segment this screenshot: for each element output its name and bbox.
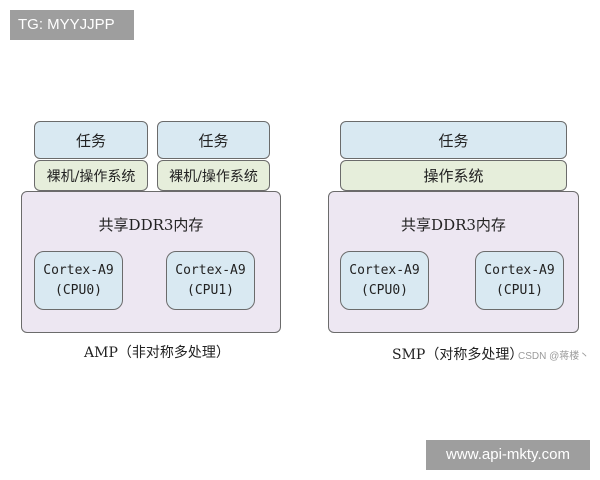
amp-cpu0-id: (CPU0) — [55, 282, 102, 298]
amp-cpu0-name: Cortex-A9 — [43, 262, 114, 278]
amp-cpu1-id: (CPU1) — [187, 282, 234, 298]
watermark-bottom: www.api-mkty.com — [426, 440, 590, 470]
amp-task-left: 任务 — [34, 121, 148, 159]
amp-caption: AMP（非对称多处理） — [84, 345, 230, 361]
smp-memory-label: 共享DDR3内存 — [401, 216, 506, 234]
amp-memory-label: 共享DDR3内存 — [98, 216, 204, 234]
smp-cpu0-name: Cortex-A9 — [349, 262, 420, 278]
smp-cpu1-id: (CPU1) — [496, 282, 543, 298]
smp-caption: SMP（对称多处理） — [392, 347, 524, 363]
smp-os: 操作系统 — [340, 160, 567, 191]
amp-os-left: 裸机/操作系统 — [34, 160, 148, 191]
amp-task-right: 任务 — [157, 121, 270, 159]
csdn-credit: CSDN @蒋楼丶 — [518, 351, 590, 362]
smp-cpu0-id: (CPU0) — [361, 282, 408, 298]
smp-task: 任务 — [340, 121, 567, 159]
smp-cpu0: Cortex-A9 (CPU0) — [340, 251, 429, 310]
smp-cpu1: Cortex-A9 (CPU1) — [475, 251, 564, 310]
watermark-top: TG: MYYJJPP — [10, 10, 134, 40]
amp-cpu1: Cortex-A9 (CPU1) — [166, 251, 255, 310]
amp-os-right: 裸机/操作系统 — [157, 160, 270, 191]
amp-cpu1-name: Cortex-A9 — [175, 262, 246, 278]
smp-cpu1-name: Cortex-A9 — [484, 262, 555, 278]
amp-cpu0: Cortex-A9 (CPU0) — [34, 251, 123, 310]
